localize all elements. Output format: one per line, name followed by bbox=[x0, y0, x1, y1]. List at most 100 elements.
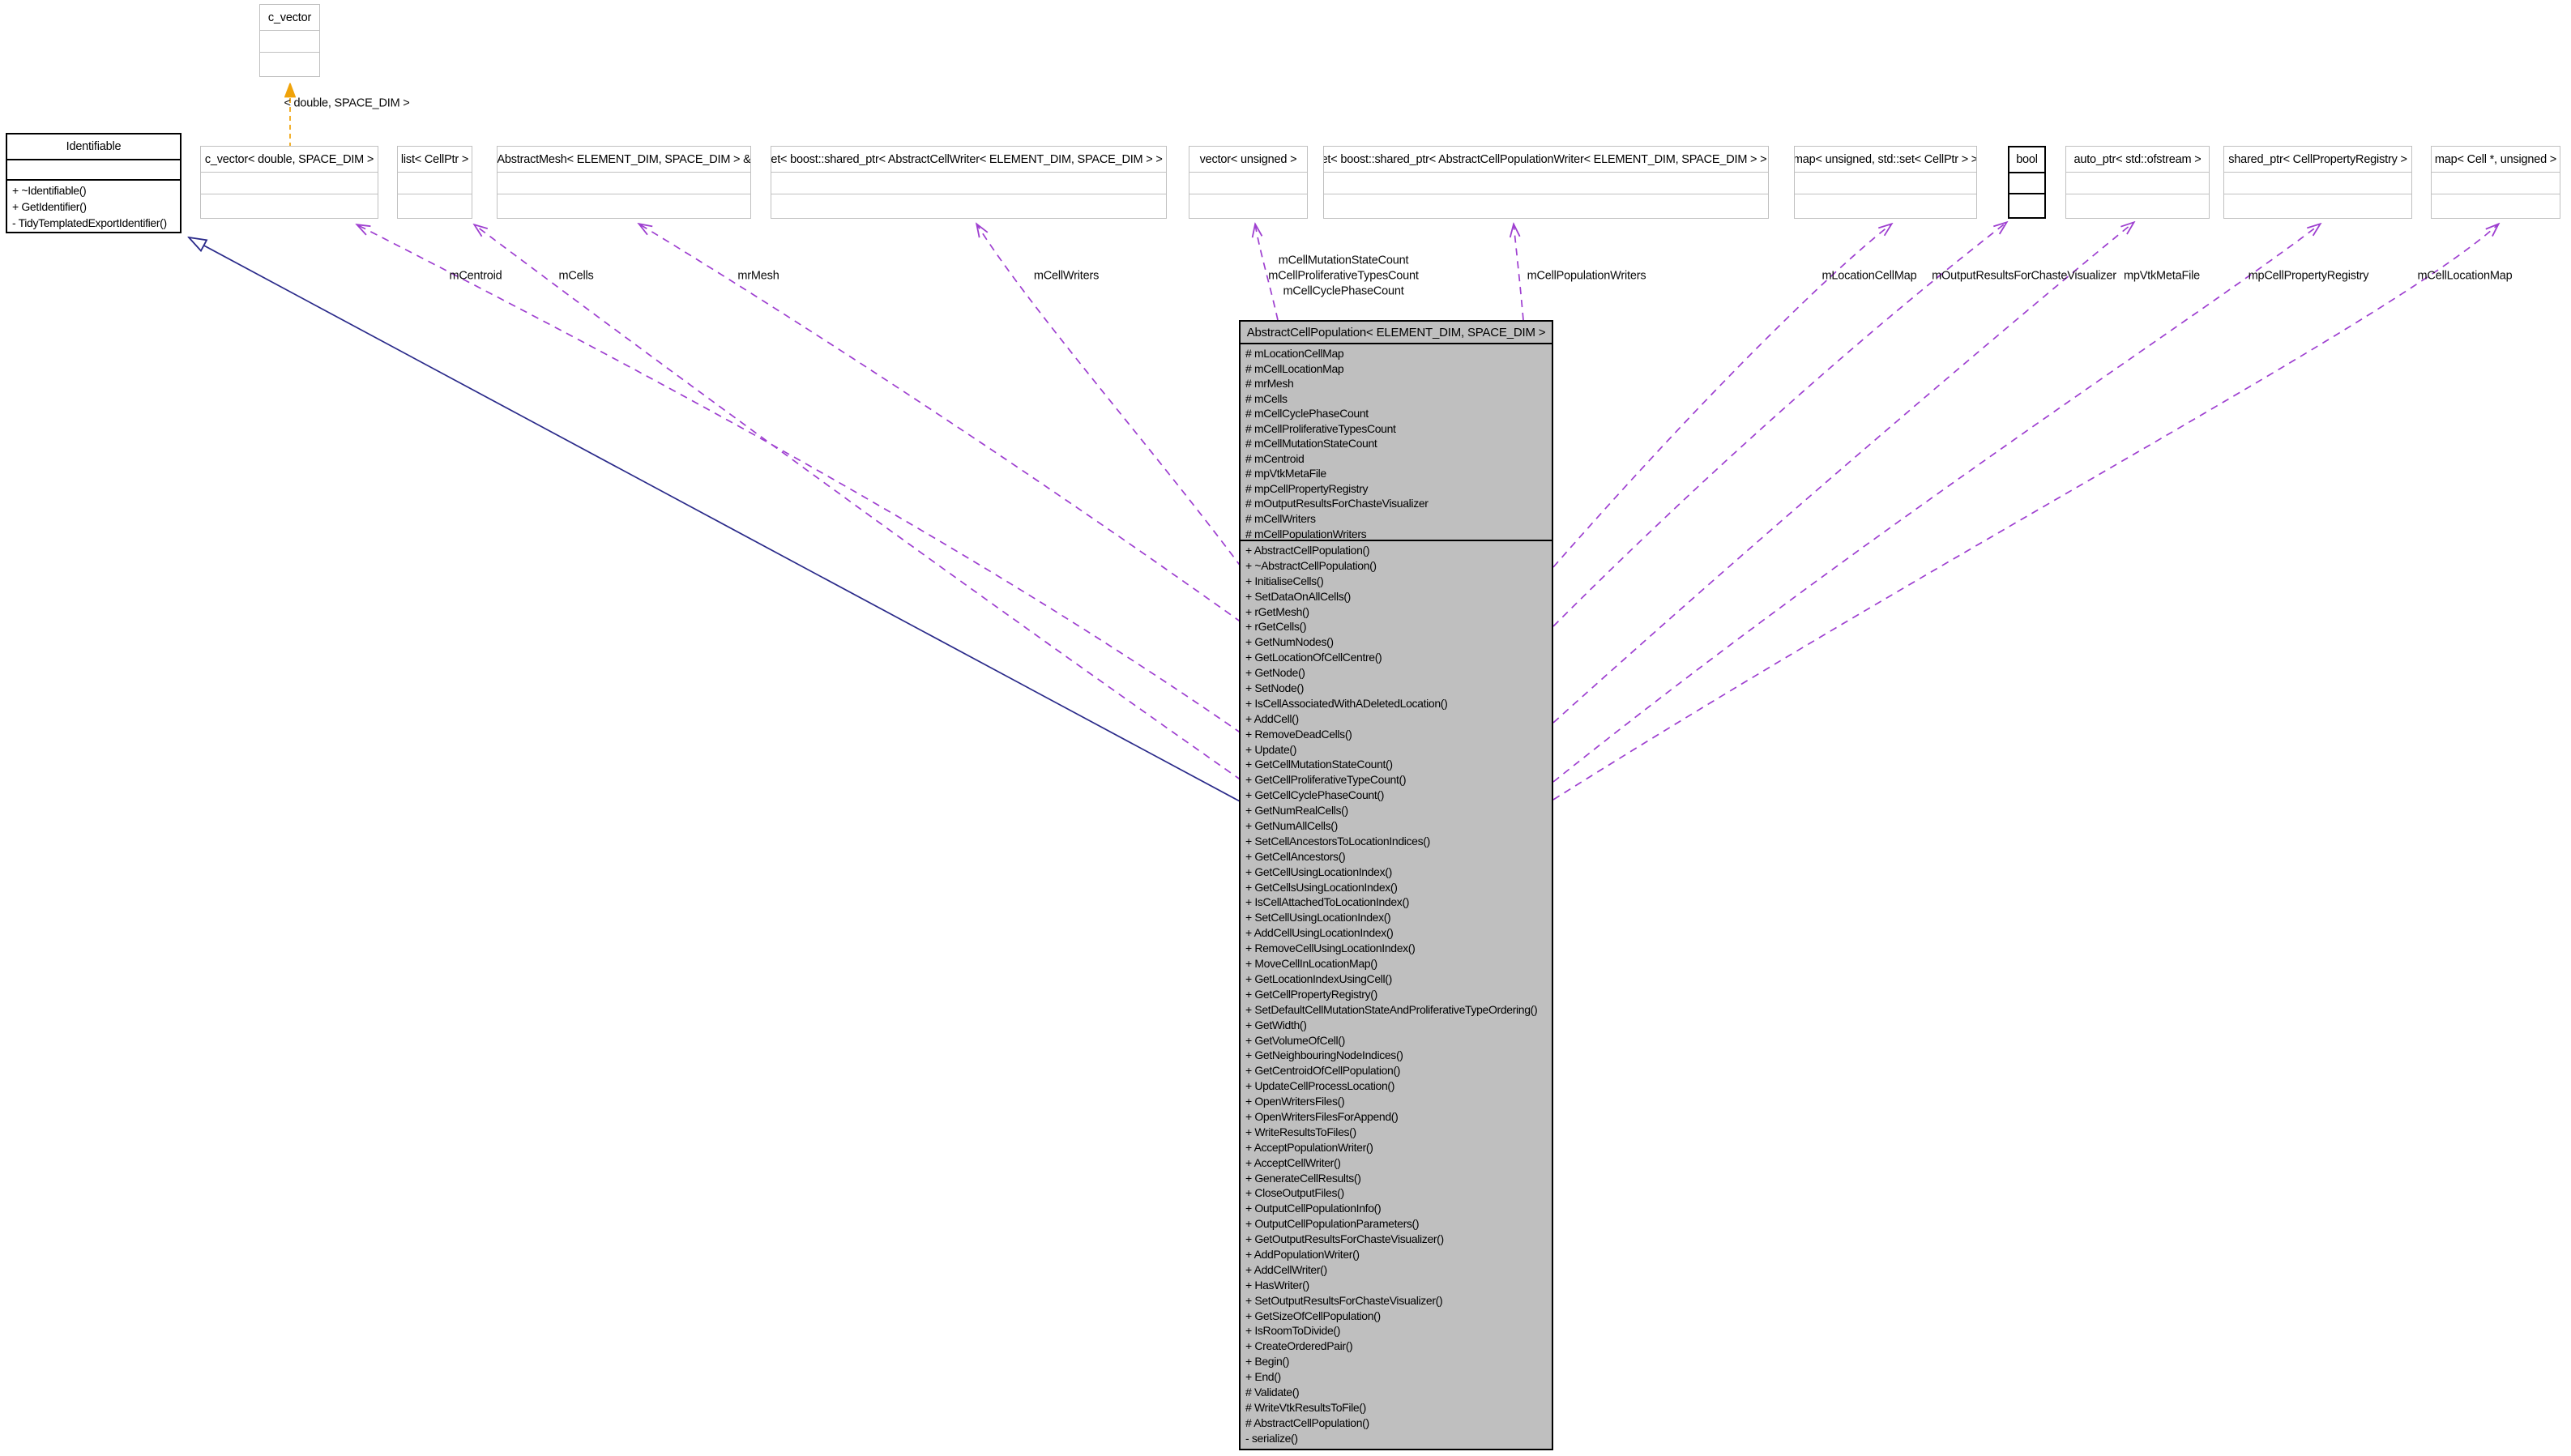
node-title: c_vector bbox=[267, 11, 312, 24]
member-line: + UpdateCellProcessLocation() bbox=[1245, 1079, 1395, 1093]
node-shared-ptr-cell-property-registry: shared_ptr< CellPropertyRegistry > bbox=[2223, 146, 2412, 219]
member-line: - TidyTemplatedExportIdentifier() bbox=[12, 216, 167, 229]
member-line: + SetCellAncestorsToLocationIndices() bbox=[1245, 834, 1430, 848]
member-line: + rGetMesh() bbox=[1245, 604, 1309, 618]
edge-mpvtkmetafile bbox=[1552, 222, 2134, 724]
edge-label-mpcellpropertyregistry: mpCellPropertyRegistry bbox=[2248, 269, 2369, 283]
edge-label-template-args: < double, SPACE_DIM > bbox=[284, 96, 410, 110]
node-empty-section bbox=[260, 30, 319, 52]
edge-mpcellpropertyregistry bbox=[1552, 224, 2321, 783]
node-empty-section bbox=[2066, 172, 2209, 194]
node-title: bool bbox=[2016, 153, 2038, 166]
node-methods-section: + AbstractCellPopulation()+ ~AbstractCel… bbox=[1241, 540, 1552, 1447]
edge-label-line: mCellMutationStateCount bbox=[1278, 254, 1409, 267]
member-line: + GetNumRealCells() bbox=[1245, 804, 1348, 818]
node-empty-section bbox=[771, 194, 1166, 216]
member-line: + AcceptPopulationWriter() bbox=[1245, 1140, 1373, 1154]
edge-cell-counts bbox=[1255, 224, 1279, 321]
node-title: vector< unsigned > bbox=[1199, 152, 1297, 166]
node-empty-section bbox=[771, 172, 1166, 194]
member-line: # mCellWriters bbox=[1245, 512, 1316, 526]
member-line: - serialize() bbox=[1245, 1431, 1298, 1445]
member-line: # mCellProliferativeTypesCount bbox=[1245, 421, 1396, 435]
member-line: + InitialiseCells() bbox=[1245, 574, 1324, 587]
edge-mcentroid bbox=[357, 224, 1242, 734]
node-abstract-mesh-ref: AbstractMesh< ELEMENT_DIM, SPACE_DIM > & bbox=[497, 146, 751, 219]
node-empty-section bbox=[2009, 193, 2044, 214]
member-line: + GetNumAllCells() bbox=[1245, 819, 1338, 833]
node-set-abstract-cell-population-writer: set< boost::shared_ptr< AbstractCellPopu… bbox=[1323, 146, 1769, 219]
node-map-cell-unsigned: map< Cell *, unsigned > bbox=[2431, 146, 2560, 219]
edge-moutputresultsforchastevisualizer bbox=[1552, 222, 2007, 627]
node-title: c_vector< double, SPACE_DIM > bbox=[204, 152, 374, 166]
edge-mcelllocationmap bbox=[1552, 224, 2499, 801]
member-line: + OutputCellPopulationParameters() bbox=[1245, 1217, 1420, 1231]
member-line: + WriteResultsToFiles() bbox=[1245, 1125, 1356, 1138]
member-line: # mLocationCellMap bbox=[1245, 347, 1344, 360]
node-empty-section bbox=[498, 172, 750, 194]
member-line: + ~Identifiable() bbox=[12, 184, 87, 197]
edge-mcellwriters bbox=[976, 224, 1242, 568]
member-line: + GetIdentifier() bbox=[12, 200, 87, 213]
member-line: # mpCellPropertyRegistry bbox=[1245, 481, 1369, 495]
member-line: + GetNumNodes() bbox=[1245, 635, 1334, 649]
member-line: + CreateOrderedPair() bbox=[1245, 1339, 1353, 1353]
member-line: + SetCellUsingLocationIndex() bbox=[1245, 911, 1391, 924]
member-line: + RemoveDeadCells() bbox=[1245, 727, 1352, 741]
node-title: set< boost::shared_ptr< AbstractCellPopu… bbox=[1324, 152, 1768, 166]
member-line: + rGetCells() bbox=[1245, 620, 1307, 634]
member-line: + AddPopulationWriter() bbox=[1245, 1247, 1360, 1261]
node-title: shared_ptr< CellPropertyRegistry > bbox=[2228, 152, 2407, 166]
member-line: + IsCellAttachedToLocationIndex() bbox=[1245, 895, 1410, 909]
edge-label-mcellpopulationwriters: mCellPopulationWriters bbox=[1527, 269, 1646, 283]
node-bool[interactable]: bool bbox=[2008, 146, 2046, 219]
member-line: # mOutputResultsForChasteVisualizer bbox=[1245, 497, 1429, 510]
member-line: + GetSizeOfCellPopulation() bbox=[1245, 1309, 1381, 1322]
member-line: + ~AbstractCellPopulation() bbox=[1245, 558, 1377, 572]
node-empty-section bbox=[2224, 194, 2411, 216]
member-line: + RemoveCellUsingLocationIndex() bbox=[1245, 941, 1416, 955]
node-c-vector-template: c_vector bbox=[259, 4, 320, 77]
member-line: + Begin() bbox=[1245, 1355, 1290, 1368]
member-line: + GetCellCyclePhaseCount() bbox=[1245, 788, 1385, 802]
member-line: # mCells bbox=[1245, 391, 1288, 405]
node-title: list< CellPtr > bbox=[400, 152, 469, 166]
node-empty-section bbox=[2432, 172, 2560, 194]
node-attributes-section: # mLocationCellMap# mCellLocationMap# mr… bbox=[1241, 343, 1552, 540]
member-line: + HasWriter() bbox=[1245, 1278, 1309, 1292]
edge-label-mrmesh: mrMesh bbox=[737, 269, 779, 283]
node-empty-section bbox=[1795, 194, 1976, 216]
node-empty-section bbox=[1189, 172, 1307, 194]
node-title: AbstractCellPopulation< ELEMENT_DIM, SPA… bbox=[1246, 325, 1546, 339]
member-line: + AbstractCellPopulation() bbox=[1245, 544, 1370, 557]
node-empty-section bbox=[2224, 172, 2411, 194]
node-empty-section bbox=[498, 194, 750, 216]
member-line: + GetOutputResultsForChasteVisualizer() bbox=[1245, 1232, 1444, 1246]
edge-mcells bbox=[474, 224, 1242, 781]
edge-label-mlocationcellmap: mLocationCellMap bbox=[1821, 269, 1917, 283]
edge-mcellpopulationwriters bbox=[1514, 224, 1524, 321]
member-line: + End() bbox=[1245, 1370, 1281, 1384]
node-empty-section bbox=[1324, 194, 1768, 216]
member-line: + IsCellAssociatedWithADeletedLocation() bbox=[1245, 696, 1448, 710]
node-title: map< unsigned, std::set< CellPtr > > bbox=[1795, 152, 1976, 166]
node-empty-section bbox=[2432, 194, 2560, 216]
member-line: + GetLocationIndexUsingCell() bbox=[1245, 971, 1392, 985]
node-empty-section bbox=[260, 52, 319, 74]
member-line: # Validate() bbox=[1245, 1385, 1300, 1398]
member-line: + SetDataOnAllCells() bbox=[1245, 589, 1351, 603]
edge-label-moutputresultsforchastevisualizer: mOutputResultsForChasteVisualizer bbox=[1932, 269, 2116, 283]
node-abstract-cell-population: AbstractCellPopulation< ELEMENT_DIM, SPA… bbox=[1239, 320, 1553, 1450]
member-line: + AcceptCellWriter() bbox=[1245, 1155, 1341, 1169]
member-line: # mCellPopulationWriters bbox=[1245, 527, 1367, 540]
node-vector-unsigned: vector< unsigned > bbox=[1189, 146, 1308, 219]
member-line: + GetNode() bbox=[1245, 666, 1305, 680]
node-identifiable[interactable]: Identifiable+ ~Identifiable()+ GetIdenti… bbox=[6, 133, 182, 233]
member-line: + AddCellWriter() bbox=[1245, 1262, 1327, 1276]
node-empty-section bbox=[1189, 194, 1307, 216]
edge-inheritance-identifiable bbox=[189, 237, 1242, 803]
node-empty-section bbox=[1795, 172, 1976, 194]
node-empty-section bbox=[201, 194, 378, 216]
member-line: # WriteVtkResultsToFile() bbox=[1245, 1400, 1366, 1414]
